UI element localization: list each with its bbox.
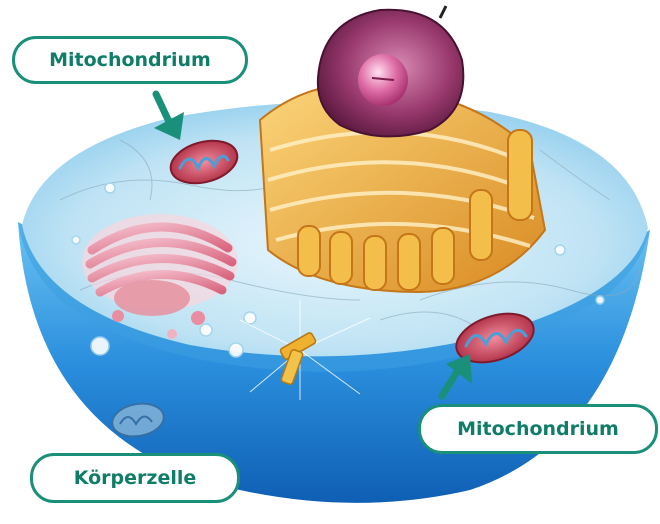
label-body-cell: Körperzelle bbox=[30, 453, 240, 503]
label-mitochondrion-top: Mitochondrium bbox=[12, 36, 248, 84]
label-mitochondrion-right: Mitochondrium bbox=[418, 404, 658, 454]
nucleus bbox=[318, 6, 463, 136]
